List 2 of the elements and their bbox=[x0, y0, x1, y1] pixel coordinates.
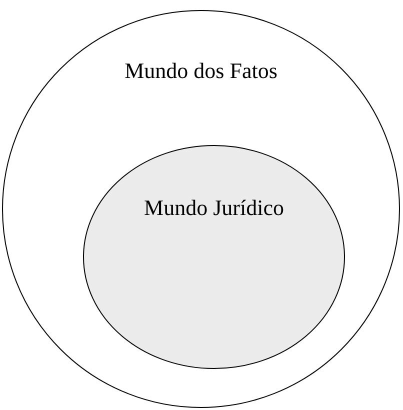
region-label: Mundo Jurídico bbox=[144, 195, 284, 220]
region-label: Mundo dos Fatos bbox=[124, 58, 278, 83]
